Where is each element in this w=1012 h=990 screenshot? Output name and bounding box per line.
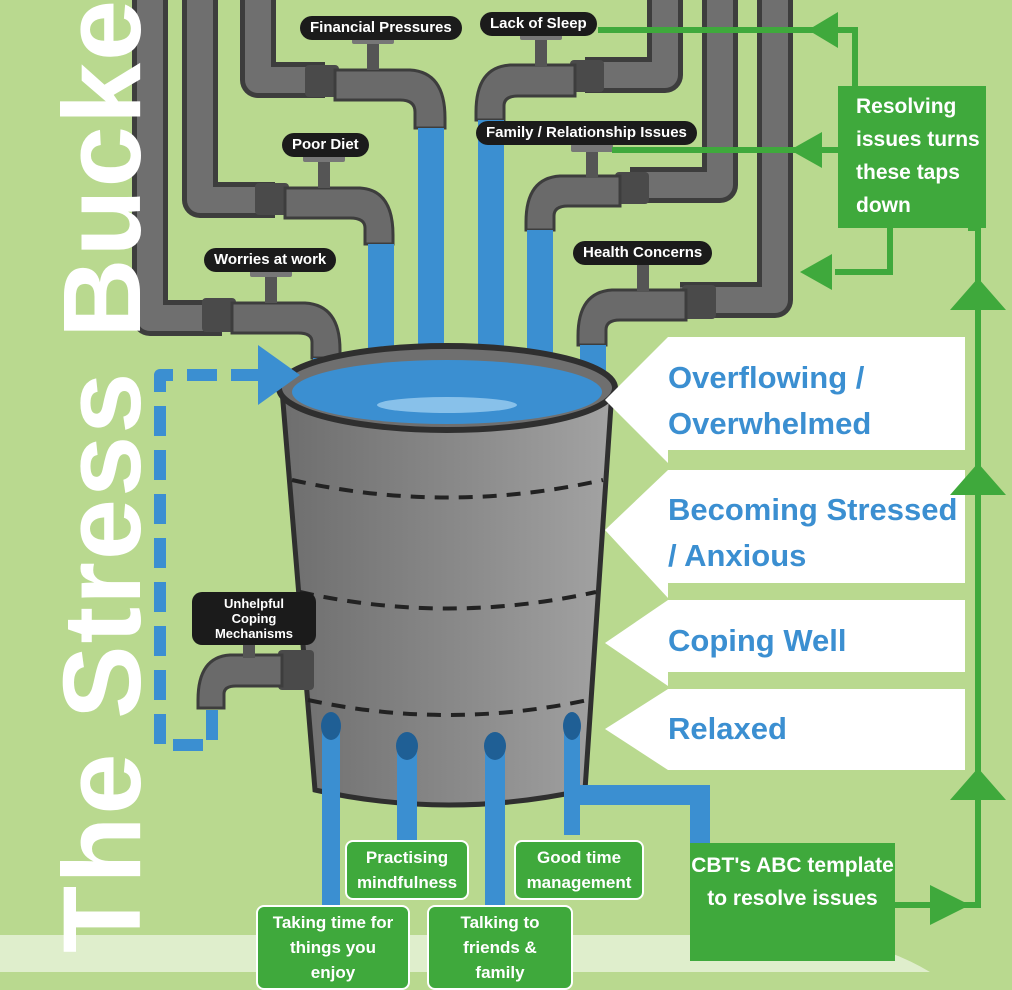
cbt-abc-note: CBT's ABC template to resolve issues [690, 843, 895, 961]
coping-label-time-management: Good time management [514, 840, 644, 900]
coping-label-talking: Talking to friends & family [427, 905, 573, 990]
leak-streams [322, 725, 710, 935]
coping-label-enjoy: Taking time for things you enjoy [256, 905, 410, 990]
resolving-issues-note: Resolving issues turns these taps down [838, 86, 986, 228]
leak-holes [321, 712, 581, 760]
stressor-label-financial: Financial Pressures [300, 16, 462, 40]
stressor-label-health: Health Concerns [573, 241, 713, 265]
level-relaxed: Relaxed [668, 711, 787, 746]
tap-work [202, 269, 342, 360]
stressor-label-work: Worries at work [204, 248, 337, 272]
pipes-fill [137, 0, 788, 331]
unhelpful-coping-label: Unhelpful Coping Mechanisms [192, 592, 316, 645]
stressor-label-sleep: Lack of Sleep [480, 12, 597, 36]
level-arrows [605, 337, 965, 770]
level-coping: Coping Well [668, 623, 847, 658]
level-overflowing: Overflowing / Overwhelmed [668, 360, 872, 441]
stressor-label-diet: Poor Diet [282, 133, 369, 157]
bucket [276, 343, 618, 808]
coping-label-mindfulness: Practising mindfulness [345, 840, 469, 900]
green-arrowheads [790, 12, 1006, 925]
unhelpful-loop-arrow [154, 369, 270, 751]
level-stressed: Becoming Stressed / Anxious [668, 492, 958, 573]
page-title: The Stress Bucket [41, 0, 164, 953]
unhelpful-loop-arrowhead [258, 345, 300, 405]
stressor-label-family: Family / Relationship Issues [476, 121, 697, 145]
